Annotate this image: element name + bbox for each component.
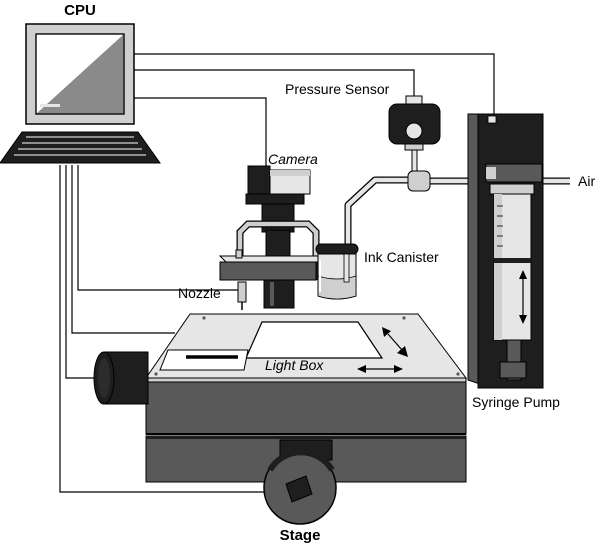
stage-motor — [93, 351, 149, 405]
cpu-label: CPU — [64, 2, 96, 19]
cpu-monitor — [25, 23, 135, 125]
syringe-pump — [467, 113, 544, 389]
pressure-sensor-label: Pressure Sensor — [285, 81, 390, 97]
cpu-keyboard — [0, 131, 161, 164]
ink-canister-label: Ink Canister — [364, 249, 439, 265]
light-box-label: Light Box — [265, 357, 324, 373]
microscope-mount — [218, 220, 328, 309]
pressure-sensor — [388, 95, 441, 173]
connection-wires — [59, 53, 495, 493]
ink-canister — [315, 243, 359, 300]
camera-label: Camera — [268, 151, 318, 167]
syringe-pump-label: Syringe Pump — [472, 394, 560, 410]
nozzle-label: Nozzle — [178, 285, 221, 301]
stage-label: Stage — [280, 527, 321, 544]
stage-knob — [263, 439, 337, 525]
air-label: Air — [578, 173, 595, 189]
